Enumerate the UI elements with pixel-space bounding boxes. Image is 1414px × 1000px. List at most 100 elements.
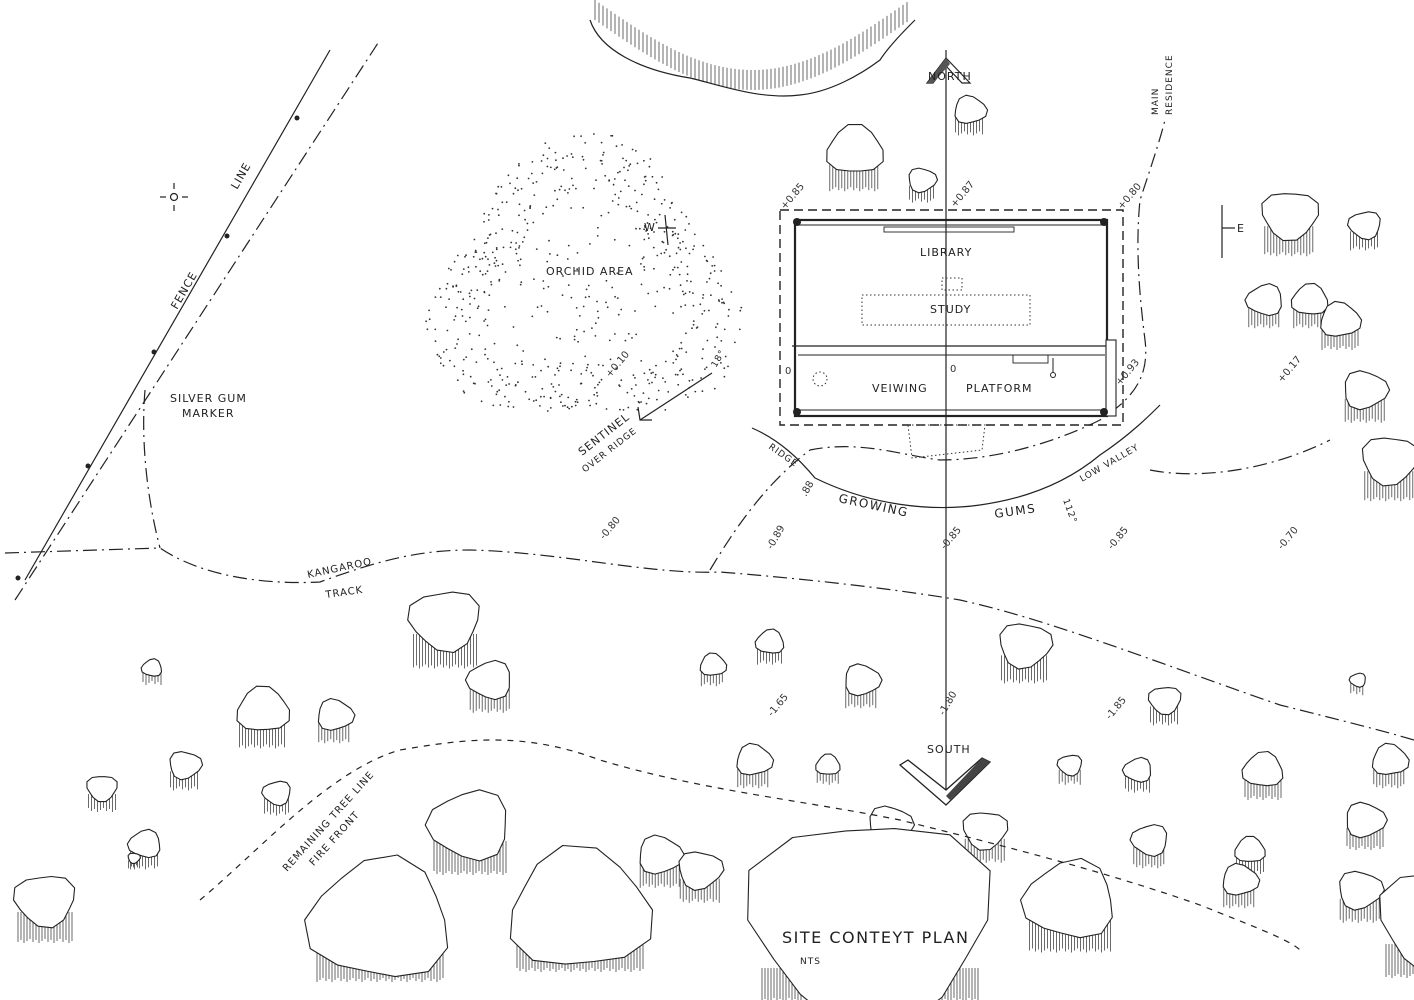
south-label: SOUTH <box>927 743 971 756</box>
fire-front-line <box>199 739 1301 951</box>
east-marker <box>1221 205 1235 258</box>
top-tree-canopy <box>589 19 916 97</box>
tree-icon <box>999 623 1054 684</box>
building-plan <box>779 209 1124 459</box>
level-s2: -1.80 <box>937 690 959 718</box>
tree-icon <box>424 789 507 875</box>
level-c0: 0 <box>950 364 956 375</box>
level-nw: +0.85 <box>779 181 807 212</box>
kangaroo-track <box>4 547 1414 741</box>
sentinel-arrow <box>637 372 713 421</box>
tree-icon <box>962 812 1009 863</box>
marker-label: MARKER <box>182 407 234 420</box>
orchid-area-label: ORCHID AREA <box>546 265 634 278</box>
tree-icon <box>826 124 884 192</box>
trees <box>12 0 1414 1000</box>
low-valley-path <box>1149 439 1331 475</box>
tree-icon <box>908 167 939 203</box>
tree-icon <box>1261 193 1320 257</box>
tree-icon <box>639 834 686 888</box>
track-label: TRACK <box>324 585 364 601</box>
tree-icon <box>678 851 725 903</box>
tree-icon <box>12 875 76 943</box>
tree-icon <box>747 828 991 1000</box>
level-a: -0.80 <box>598 515 623 542</box>
level-b2: .88 <box>799 479 816 498</box>
scale-note: NTS <box>800 957 821 967</box>
silver-gum-label: SILVER GUM <box>170 392 247 405</box>
tree-icon <box>1371 742 1410 789</box>
tree-icon <box>754 628 785 665</box>
tree-icon <box>699 652 728 687</box>
west-label: W <box>644 221 656 234</box>
level-c: -0.85 <box>939 525 964 552</box>
survey-marker-icon <box>160 183 188 211</box>
level-w0: 0 <box>785 366 791 377</box>
fence-line <box>14 39 381 601</box>
tree-icon <box>261 780 291 816</box>
tree-icon <box>1320 300 1363 350</box>
tree-icon <box>815 753 841 785</box>
silver-gum-path <box>143 389 161 549</box>
tree-icon <box>86 776 118 812</box>
tree-icon <box>1344 370 1391 423</box>
line-label: LINE <box>228 160 254 191</box>
level-east: +0.17 <box>1276 354 1304 385</box>
tree-icon <box>1056 754 1083 785</box>
tree-icon <box>1339 870 1385 923</box>
tree-icon <box>845 663 883 709</box>
tree-icon <box>736 742 775 789</box>
tree-icon <box>1346 801 1388 850</box>
tree-icon <box>127 852 141 870</box>
residence-label: RESIDENCE <box>1165 54 1175 115</box>
tree-line-label: REMAINING TREE LINE <box>281 770 377 875</box>
north-arrow-icon <box>925 57 972 84</box>
growing-label: GROWING <box>837 491 910 520</box>
plan-title: SITE CONTEYT PLAN <box>782 928 969 947</box>
gums-label: GUMS <box>993 501 1037 521</box>
tree-icon <box>1290 282 1329 329</box>
south-arrow-icon <box>898 757 992 806</box>
library-label: LIBRARY <box>920 246 972 259</box>
tree-icon <box>1361 437 1414 502</box>
tree-icon <box>304 854 449 982</box>
ridge-path <box>709 119 1166 571</box>
tree-icon <box>1019 857 1113 953</box>
east-label: E <box>1237 222 1245 235</box>
west-marker <box>658 214 676 246</box>
fence-label: FENCE <box>168 269 200 311</box>
study-label: STUDY <box>930 303 971 316</box>
angle-18-label: 18° <box>710 348 728 369</box>
orchid-area-stipple <box>425 133 743 412</box>
tree-icon <box>1147 687 1182 726</box>
kangaroo-label: KANGAROO <box>306 556 373 580</box>
platform-label: PLATFORM <box>966 382 1033 395</box>
main-label: MAIN <box>1151 88 1161 115</box>
growing-gums-arc <box>751 404 1161 509</box>
tree-icon <box>1129 824 1168 869</box>
level-s1: -1.65 <box>766 692 791 719</box>
tree-icon <box>140 658 163 685</box>
tree-icon <box>464 659 510 713</box>
level-orchid: +0.10 <box>604 349 632 380</box>
tree-icon <box>509 844 654 972</box>
tree-icon <box>1222 862 1261 909</box>
tree-icon <box>954 94 989 136</box>
tree-icon <box>1379 875 1414 978</box>
north-label: NORTH <box>928 70 972 83</box>
level-d: -0.85 <box>1106 525 1131 552</box>
tree-icon <box>1348 672 1366 696</box>
angle-112-label: 112° <box>1060 498 1078 526</box>
tree-icon <box>317 697 356 744</box>
viewing-label: VEIWING <box>872 382 928 395</box>
tree-icon <box>1234 835 1266 874</box>
level-b: -0.89 <box>765 524 787 552</box>
tree-icon <box>236 685 291 749</box>
tree-icon <box>407 591 480 669</box>
tree-icon <box>1121 756 1152 793</box>
tree-icon <box>1346 211 1381 251</box>
tree-icon <box>1241 750 1284 800</box>
level-s3: -1.85 <box>1104 695 1129 722</box>
level-n: +0.87 <box>949 179 977 210</box>
